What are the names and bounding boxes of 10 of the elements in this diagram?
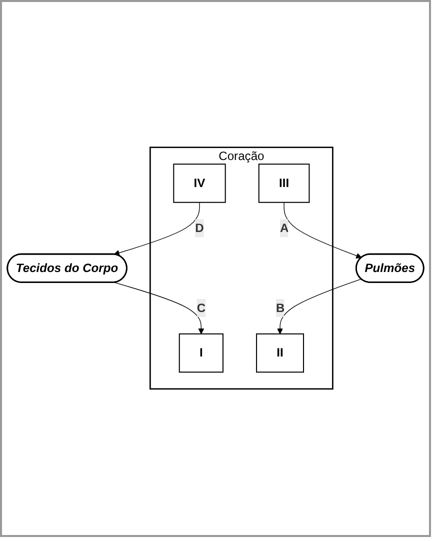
- node-box: III: [258, 164, 310, 204]
- arrow: [277, 279, 362, 335]
- arrow: [114, 282, 204, 335]
- edge-label: C: [196, 301, 206, 315]
- arrow: [284, 202, 362, 259]
- arrow: [114, 202, 200, 256]
- node-box: IV: [173, 164, 226, 204]
- node-box: I: [178, 334, 224, 373]
- node-box: II: [256, 334, 304, 373]
- edge-label: D: [195, 222, 204, 235]
